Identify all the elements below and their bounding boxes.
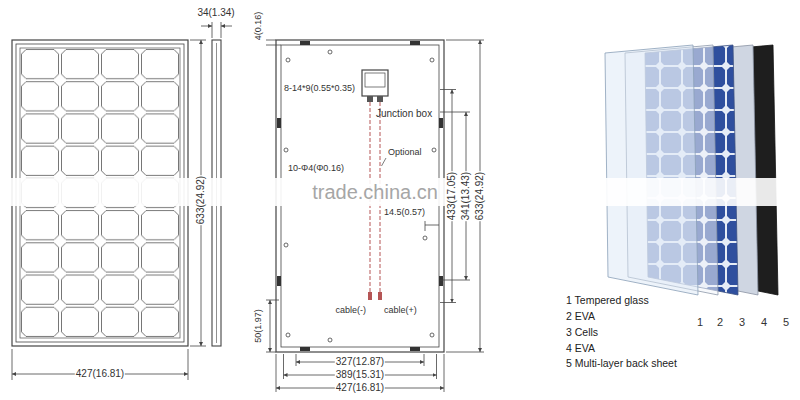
- cable-label: cable(+): [384, 305, 417, 315]
- dimension-lines: [266, 40, 276, 41]
- back-view: [284, 243, 288, 247]
- callout-number: 3: [739, 316, 745, 329]
- dimension-lines: [425, 225, 439, 226]
- hole-spec: 8-14*9(0.55*0.35): [284, 83, 355, 93]
- back-view: [367, 96, 373, 102]
- watermark-band: [0, 178, 800, 206]
- layer-key: 4 EVA: [566, 342, 595, 354]
- layer-key: 5 Multi-layer back sheet: [566, 357, 677, 369]
- dimension-label: 341(13.43): [460, 171, 472, 221]
- dimension-label: 50(1.97): [253, 308, 263, 344]
- back-view: [410, 347, 420, 351]
- exploded-layers: [605, 45, 698, 295]
- hole-spec: 10-Φ4(Φ0.16): [288, 163, 344, 173]
- dimension-lines: [440, 89, 456, 90]
- back-view: [284, 148, 288, 152]
- dimension-label: 427(16.81): [335, 382, 385, 394]
- dimension-lines: [266, 352, 276, 353]
- back-view: [432, 148, 436, 152]
- part-label: Junction box: [376, 108, 432, 120]
- dimension-lines: [12, 40, 206, 380]
- dimension-label: 4(0.16): [253, 11, 263, 42]
- back-view: [377, 96, 383, 102]
- dimension-lines: [188, 349, 189, 380]
- side-view: [221, 22, 222, 38]
- dimension-label: 427(16.81): [75, 368, 125, 380]
- side-view: [221, 26, 232, 27]
- dimension-lines: [440, 302, 456, 303]
- dimension-lines: [270, 300, 271, 352]
- dimension-lines: [266, 40, 484, 392]
- dimension-lines: [190, 40, 206, 41]
- layer-key: 2 EVA: [566, 310, 595, 322]
- dimension-lines: [440, 112, 470, 113]
- callout-number: 2: [717, 316, 723, 329]
- dimension-label: 14.5(0.57): [384, 207, 425, 217]
- layer-key: 3 Cells: [566, 326, 598, 338]
- callout-number: 5: [783, 316, 789, 329]
- exploded-layers: [605, 45, 778, 295]
- dimension-lines: [296, 354, 297, 366]
- dimension-label: 34(1.34): [197, 7, 234, 19]
- dimension-label: 633(24.92): [195, 175, 207, 225]
- back-view: [423, 236, 427, 240]
- dimension-lines: [446, 352, 484, 353]
- back-view: [365, 73, 385, 87]
- dimension-lines: [266, 300, 279, 301]
- back-view: [300, 41, 310, 45]
- dimension-lines: [440, 280, 470, 281]
- back-view: [378, 292, 382, 300]
- dimension-lines: [444, 354, 445, 392]
- back-view: [439, 118, 443, 128]
- dimension-label: 633(24.92): [474, 171, 486, 221]
- dimension-label: 433(17.05): [446, 171, 458, 221]
- watermark: trade.china.cn: [312, 182, 438, 202]
- back-view: [300, 347, 310, 351]
- back-view: [362, 70, 388, 96]
- back-view: [277, 118, 281, 128]
- back-view: [328, 50, 332, 54]
- dimension-label: 389(15.31): [335, 369, 385, 381]
- back-view: [286, 333, 290, 337]
- dimension-lines: [266, 45, 281, 46]
- back-view: [277, 276, 281, 286]
- back-view: [410, 41, 420, 45]
- back-view: [430, 333, 434, 337]
- back-view: [439, 276, 443, 286]
- back-view: [382, 158, 387, 166]
- layer-key: 1 Tempered glass: [566, 294, 649, 306]
- back-view: [430, 58, 434, 62]
- back-view: [328, 338, 332, 342]
- dimension-lines: [276, 354, 277, 392]
- dimension-lines: [12, 349, 13, 380]
- dimension-lines: [190, 346, 206, 347]
- dimension-lines: [425, 221, 426, 231]
- callout-number: 4: [761, 316, 767, 329]
- side-view: [212, 22, 213, 38]
- side-view: [201, 26, 212, 27]
- dimension-lines: [446, 40, 484, 41]
- callout-number: 1: [697, 316, 703, 329]
- dimension-lines: [424, 354, 425, 366]
- back-view: [368, 292, 372, 300]
- cable-label: cable(-): [335, 305, 366, 315]
- dimension-label: 327(12.87): [335, 356, 385, 368]
- back-view: [286, 58, 290, 62]
- part-label: Optional: [388, 147, 422, 157]
